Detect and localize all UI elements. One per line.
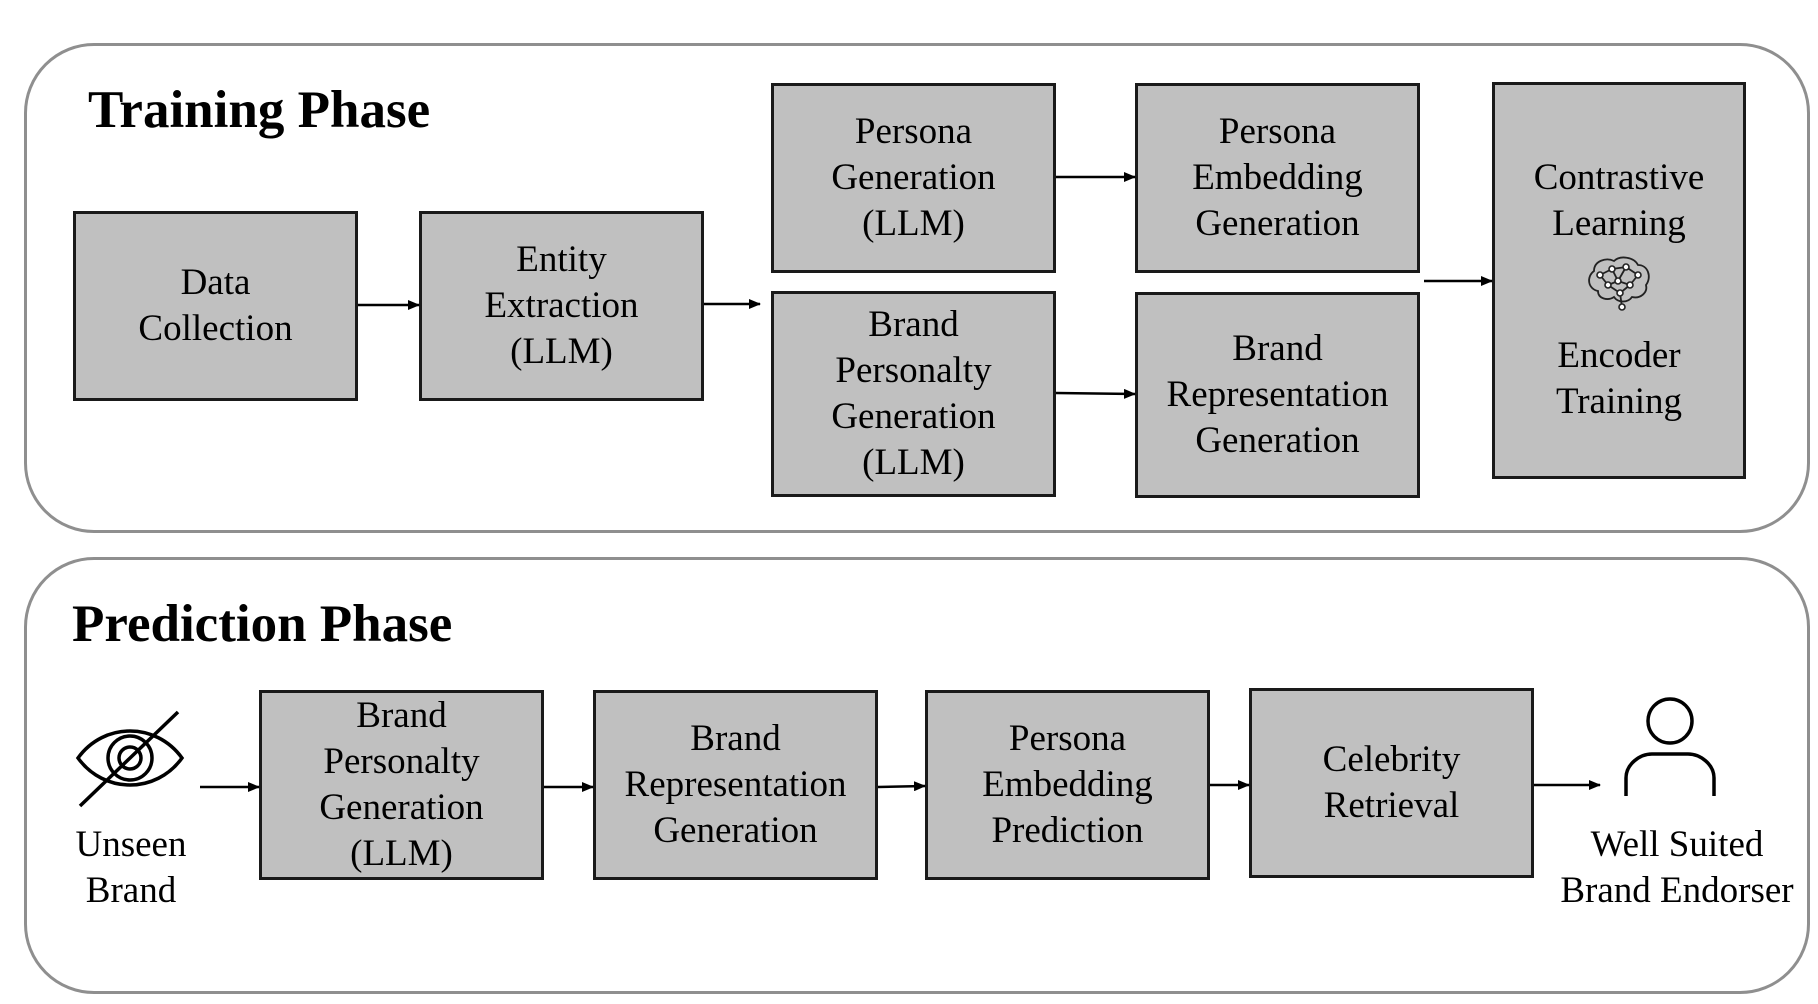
data-collection-box: Data Collection [73, 211, 358, 401]
persona-embedding-prediction-box: Persona Embedding Prediction [925, 690, 1210, 880]
celebrity-retrieval-box: Celebrity Retrieval [1249, 688, 1534, 878]
brand-personality-line: Personalty [835, 350, 992, 391]
prediction-brand-representation-generation-box: Brand Representation Generation [593, 690, 878, 880]
persona-generation-line: Persona [854, 111, 973, 152]
well-suited-endorser-line: Well Suited [1590, 824, 1764, 865]
training-phase-title: Training Phase [88, 81, 431, 139]
brand-representation-line: Brand [1232, 328, 1323, 369]
prediction-brand-personality-line: Brand [356, 695, 447, 736]
unseen-brand-line: Unseen [75, 824, 187, 865]
person-icon [1624, 697, 1716, 796]
brand-personality-line: Generation [831, 396, 996, 437]
persona-generation-box: Persona Generation (LLM) [771, 83, 1056, 273]
contrastive-learning-box: Contrastive Learning [1492, 82, 1746, 479]
contrastive-learning-line: Contrastive [1533, 157, 1705, 198]
data-collection-line: Data [180, 262, 251, 303]
persona-embedding-line: Generation [1195, 203, 1360, 244]
prediction-brand-personality-line: (LLM) [350, 833, 453, 874]
prediction-brand-representation-line: Generation [653, 810, 818, 851]
brand-personality-generation-box: Brand Personalty Generation (LLM) [771, 291, 1056, 497]
eye-slash-icon [75, 710, 185, 808]
well-suited-endorser-line: Brand Endorser [1560, 870, 1794, 911]
unseen-brand-line: Brand [85, 870, 177, 911]
prediction-brand-personality-line: Personalty [323, 741, 480, 782]
prediction-brand-representation-line: Representation [624, 764, 847, 805]
prediction-phase-title: Prediction Phase [72, 595, 453, 653]
encoder-training-line: Encoder [1557, 335, 1681, 376]
prediction-brand-representation-line: Brand [690, 718, 781, 759]
persona-embedding-prediction-line: Persona [1008, 718, 1127, 759]
persona-generation-line: (LLM) [862, 203, 965, 244]
contrastive-learning-line: Learning [1552, 203, 1686, 244]
persona-embedding-prediction-line: Prediction [991, 810, 1144, 851]
unseen-brand-label: Unseen Brand [56, 822, 206, 914]
brand-personality-line: (LLM) [862, 442, 965, 483]
prediction-brand-personality-generation-box: Brand Personalty Generation (LLM) [259, 690, 544, 880]
brand-personality-line: Brand [868, 304, 959, 345]
arrow-representation-to-embedding [877, 781, 926, 792]
entity-extraction-box: Entity Extraction (LLM) [419, 211, 704, 401]
arrow-brand-to-representation [1055, 388, 1136, 399]
persona-embedding-generation-box: Persona Embedding Generation [1135, 83, 1420, 273]
brand-representation-line: Generation [1195, 420, 1360, 461]
entity-extraction-line: Extraction [484, 285, 639, 326]
brand-representation-line: Representation [1166, 374, 1389, 415]
prediction-brand-personality-line: Generation [319, 787, 484, 828]
neural-network-brain-icon [1588, 256, 1650, 311]
encoder-training-line: Training [1555, 381, 1683, 422]
persona-embedding-line: Embedding [1192, 157, 1363, 198]
persona-embedding-prediction-line: Embedding [982, 764, 1153, 805]
entity-extraction-line: Entity [516, 239, 607, 280]
celebrity-retrieval-line: Retrieval [1323, 785, 1460, 826]
well-suited-brand-endorser-label: Well Suited Brand Endorser [1546, 822, 1808, 914]
brand-representation-generation-box: Brand Representation Generation [1135, 292, 1420, 498]
persona-embedding-line: Persona [1218, 111, 1337, 152]
persona-generation-line: Generation [831, 157, 996, 198]
data-collection-line: Collection [138, 308, 293, 349]
celebrity-retrieval-line: Celebrity [1322, 739, 1461, 780]
entity-extraction-line: (LLM) [510, 331, 613, 372]
